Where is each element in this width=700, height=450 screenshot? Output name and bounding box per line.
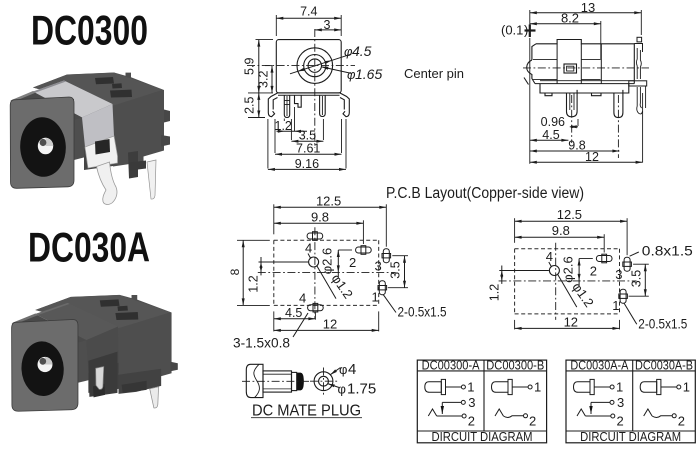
svg-text:3.5: 3.5 <box>299 129 316 143</box>
svg-text:2: 2 <box>678 414 685 429</box>
svg-text:12: 12 <box>323 317 337 332</box>
svg-text:2: 2 <box>468 414 475 429</box>
svg-text:): ) <box>524 23 528 38</box>
svg-text:12: 12 <box>564 315 578 330</box>
svg-text:P.C.B Layout(Copper-side view): P.C.B Layout(Copper-side view) <box>386 185 584 202</box>
svg-text:(0.1: (0.1 <box>501 23 523 38</box>
svg-text:4.5: 4.5 <box>542 128 559 142</box>
svg-text:4.5: 4.5 <box>352 43 372 59</box>
svg-text:2-0.5x1.5: 2-0.5x1.5 <box>638 316 687 331</box>
svg-text:3: 3 <box>324 18 331 32</box>
svg-text:3.5: 3.5 <box>389 261 403 278</box>
svg-text:1: 1 <box>683 380 690 395</box>
svg-text:2: 2 <box>590 264 597 279</box>
svg-text:8: 8 <box>228 268 242 275</box>
svg-text:φ: φ <box>347 67 356 82</box>
svg-text:4.5: 4.5 <box>285 306 302 320</box>
svg-text:DC030A: DC030A <box>28 224 150 271</box>
svg-text:9.8: 9.8 <box>552 223 570 238</box>
svg-text:3: 3 <box>615 267 622 282</box>
svg-text:2-0.5x1.5: 2-0.5x1.5 <box>398 305 447 320</box>
svg-text:12: 12 <box>585 150 599 164</box>
svg-text:7.4: 7.4 <box>300 5 317 19</box>
svg-text:DIRCUIT DIAGRAM: DIRCUIT DIAGRAM <box>580 429 681 444</box>
svg-text:1: 1 <box>467 380 474 395</box>
svg-text:7.61: 7.61 <box>296 142 320 156</box>
svg-text:DC MATE PLUG: DC MATE PLUG <box>252 402 361 419</box>
svg-text:4: 4 <box>299 291 306 306</box>
svg-text:1.75: 1.75 <box>347 381 376 398</box>
svg-text:DC00300-B: DC00300-B <box>486 358 544 372</box>
svg-text:2.5: 2.5 <box>243 96 257 113</box>
svg-text:φ2.6: φ2.6 <box>320 248 335 275</box>
svg-text:4: 4 <box>305 241 312 256</box>
svg-text:3: 3 <box>375 259 382 274</box>
svg-text:DC00300-A: DC00300-A <box>422 358 481 372</box>
svg-text:4: 4 <box>546 249 553 264</box>
svg-text:12.5: 12.5 <box>557 207 582 222</box>
svg-text:4: 4 <box>348 361 356 378</box>
svg-text:φ: φ <box>339 362 347 377</box>
svg-text:0.8x1.5: 0.8x1.5 <box>642 244 693 259</box>
svg-text:φ: φ <box>338 382 346 397</box>
svg-text:3: 3 <box>617 395 624 410</box>
svg-text:3-1.5x0.8: 3-1.5x0.8 <box>233 336 290 351</box>
svg-text:9.8: 9.8 <box>311 209 329 224</box>
svg-text:1.2: 1.2 <box>487 284 501 301</box>
svg-text:Center pin: Center pin <box>404 66 464 81</box>
svg-text:φ2.6: φ2.6 <box>560 256 575 283</box>
svg-text:9.8: 9.8 <box>568 139 585 153</box>
svg-text:8.2: 8.2 <box>561 11 579 26</box>
svg-text:DC0030A-A: DC0030A-A <box>570 358 629 372</box>
svg-text:3: 3 <box>468 395 475 410</box>
svg-text:3.5: 3.5 <box>629 270 643 287</box>
svg-text:φ: φ <box>344 44 353 59</box>
svg-text:DC0300: DC0300 <box>31 7 148 54</box>
svg-text:5.9: 5.9 <box>242 58 256 75</box>
svg-text:1: 1 <box>372 290 379 305</box>
svg-text:DC0030A-B: DC0030A-B <box>635 358 693 372</box>
svg-text:1.2: 1.2 <box>275 119 292 133</box>
svg-text:2: 2 <box>617 414 624 429</box>
svg-text:1: 1 <box>534 380 541 395</box>
svg-text:1.65: 1.65 <box>355 66 382 82</box>
svg-text:0.96: 0.96 <box>541 115 565 129</box>
svg-text:1.2: 1.2 <box>247 275 261 292</box>
svg-text:2: 2 <box>349 255 356 270</box>
svg-text:3.2: 3.2 <box>256 71 270 88</box>
svg-text:12.5: 12.5 <box>316 193 341 208</box>
svg-text:1: 1 <box>612 298 619 313</box>
svg-text:13: 13 <box>581 0 595 15</box>
svg-text:DIRCUIT DIAGRAM: DIRCUIT DIAGRAM <box>432 429 533 444</box>
svg-text:9.16: 9.16 <box>295 157 319 171</box>
svg-text:2: 2 <box>529 414 536 429</box>
svg-text:1: 1 <box>616 380 623 395</box>
